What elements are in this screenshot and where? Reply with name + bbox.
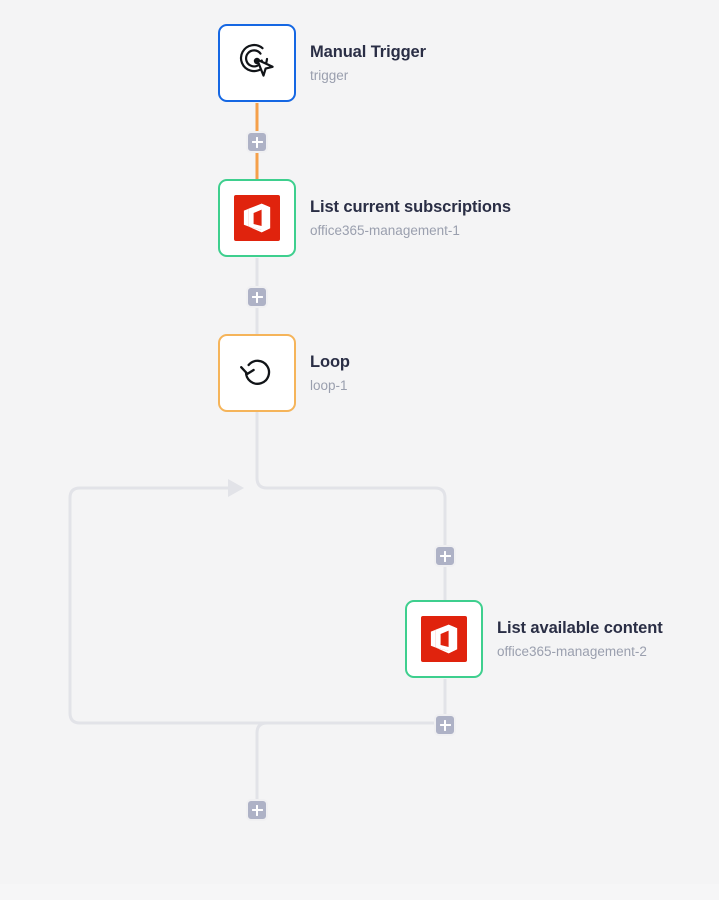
node-subtitle: trigger — [310, 67, 349, 83]
office365-icon — [421, 616, 467, 662]
add-node-button-before-office365-2[interactable] — [434, 545, 456, 567]
edge-return-arrowhead — [228, 479, 244, 497]
node-office365-2-box[interactable] — [405, 600, 483, 678]
cursor-click-icon — [234, 38, 280, 89]
add-node-button-after-office365-2[interactable] — [434, 714, 456, 736]
add-node-button-after-office365-1[interactable] — [246, 286, 268, 308]
node-subtitle: loop-1 — [310, 377, 348, 393]
node-office365-1-labels: List current subscriptions office365-man… — [310, 199, 511, 237]
node-trigger[interactable]: Manual Trigger trigger — [218, 24, 426, 102]
node-title: Manual Trigger — [310, 43, 426, 61]
node-title: List available content — [497, 619, 663, 637]
add-node-button-after-loop[interactable] — [246, 799, 268, 821]
node-title: Loop — [310, 353, 350, 371]
node-trigger-box[interactable] — [218, 24, 296, 102]
edge-loop-exit — [255, 721, 447, 801]
node-loop-labels: Loop loop-1 — [310, 354, 350, 392]
node-office365-management-2[interactable]: List available content office365-managem… — [405, 600, 663, 678]
node-subtitle: office365-management-2 — [497, 643, 647, 659]
office365-icon — [234, 195, 280, 241]
loop-refresh-icon — [236, 350, 278, 397]
canvas-bottom-band — [0, 884, 719, 900]
node-loop-1[interactable]: Loop loop-1 — [218, 334, 350, 412]
node-loop-box[interactable] — [218, 334, 296, 412]
node-subtitle: office365-management-1 — [310, 222, 460, 238]
node-office365-1-box[interactable] — [218, 179, 296, 257]
add-node-button-after-trigger[interactable] — [246, 131, 268, 153]
edge-loop-return — [68, 486, 447, 725]
node-office365-2-labels: List available content office365-managem… — [497, 620, 663, 658]
node-office365-management-1[interactable]: List current subscriptions office365-man… — [218, 179, 511, 257]
node-title: List current subscriptions — [310, 198, 511, 216]
edge-loop-to-office2 — [255, 411, 447, 602]
node-trigger-labels: Manual Trigger trigger — [310, 44, 426, 82]
